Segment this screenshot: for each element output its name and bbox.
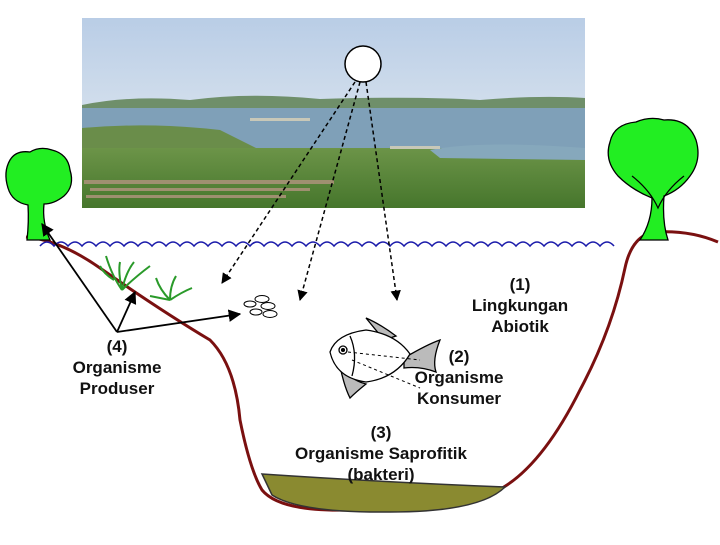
producer-number: (4): [106, 337, 128, 356]
saprophyte-line2: (bakteri): [347, 465, 415, 484]
lake-photo: [82, 18, 585, 208]
sediment-layer: [260, 473, 507, 513]
saprophyte-number: (3): [370, 423, 392, 442]
tree-icon: [5, 147, 73, 241]
sun-rays: [221, 81, 401, 302]
label-abiotic: (1) Lingkungan Abiotik: [455, 274, 585, 337]
water-surface: [39, 241, 615, 248]
producer-arrows: [41, 222, 242, 333]
producer-line1: Organisme: [72, 358, 162, 377]
label-producer: (4) Organisme Produser: [62, 336, 172, 399]
consumer-connectors: [347, 351, 421, 389]
label-consumer: (2) Organisme Konsumer: [404, 346, 514, 409]
abiotic-line1: Lingkungan: [471, 296, 569, 315]
saprophyte-line1: Organisme Saprofitik: [295, 444, 467, 463]
producer-line2: Produser: [79, 379, 155, 398]
abiotic-number: (1): [509, 275, 531, 294]
tree-icon: [607, 117, 699, 241]
fish-icon: [329, 317, 442, 400]
water-plant-icon: [99, 255, 193, 301]
label-saprophyte: (3) Organisme Saprofitik (bakteri): [276, 422, 486, 485]
sun-icon: [344, 45, 382, 83]
plankton-icon: [243, 295, 278, 318]
consumer-number: (2): [448, 347, 470, 366]
consumer-line2: Konsumer: [416, 389, 502, 408]
consumer-line1: Organisme: [414, 368, 504, 387]
abiotic-line2: Abiotik: [491, 317, 549, 336]
